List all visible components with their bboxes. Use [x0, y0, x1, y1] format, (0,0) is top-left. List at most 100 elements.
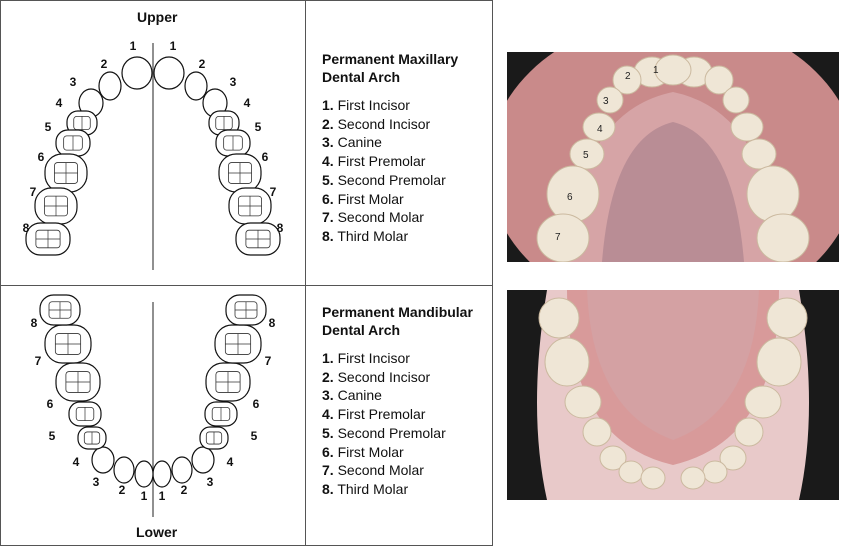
mandibular-item-2: 2. Second Incisor — [322, 368, 473, 387]
mandibular-title: Permanent Mandibular Dental Arch — [322, 303, 473, 339]
mandibular-title-line1: Permanent Mandibular — [322, 304, 473, 320]
maxillary-title-line2: Dental Arch — [322, 69, 401, 85]
lower-tooth-number-label: 6 — [253, 397, 260, 411]
upper-tooth-8-left — [25, 222, 71, 256]
photo-upper-tooth-label: 6 — [567, 192, 573, 203]
item-number: 1. — [322, 97, 334, 113]
lower-tooth-5-right — [204, 401, 238, 427]
item-number: 2. — [322, 115, 334, 132]
mandibular-item-5: 5. Second Premolar — [322, 424, 473, 443]
upper-tooth-number-label: 8 — [23, 221, 30, 235]
upper-tooth-1-right — [153, 56, 185, 90]
panel-divider-horizontal — [0, 285, 493, 287]
upper-tooth-number-label: 7 — [270, 185, 277, 199]
mandibular-item-3: 3. Canine — [322, 386, 473, 405]
item-name: First Incisor — [333, 97, 410, 113]
upper-tooth-number-label: 4 — [244, 96, 251, 110]
item-number: 3. — [322, 134, 334, 151]
item-number: 6. — [322, 190, 334, 207]
lower-tooth-8-left — [39, 294, 81, 326]
lower-tooth-4-left — [77, 426, 107, 450]
upper-tooth-8-right — [235, 222, 281, 256]
upper-tooth-4-right — [208, 110, 240, 136]
lower-tooth-number-label: 1 — [159, 489, 166, 503]
item-number: 5. — [322, 424, 334, 441]
mandibular-title-line2: Dental Arch — [322, 322, 401, 338]
maxillary-item-3: 3. Canine — [322, 133, 458, 152]
maxillary-item-8: 8. Third Molar — [322, 227, 458, 246]
mandibular-item-6: 6. First Molar — [322, 443, 473, 462]
upper-tooth-6-right — [218, 153, 262, 193]
item-number: 4. — [322, 153, 334, 170]
upper-tooth-number-label: 5 — [255, 120, 262, 134]
item-name: First Molar — [333, 443, 404, 460]
item-number: 6. — [322, 443, 334, 460]
item-number: 5. — [322, 171, 334, 188]
item-name: First Premolar — [333, 406, 426, 423]
lower-tooth-number-label: 6 — [47, 397, 54, 411]
item-name: First Molar — [333, 190, 404, 207]
item-name: Second Incisor — [333, 368, 431, 385]
lower-tooth-number-label: 3 — [207, 475, 214, 489]
item-number: 2. — [322, 368, 334, 385]
mandibular-item-4: 4. First Premolar — [322, 405, 473, 424]
upper-tooth-number-label: 6 — [262, 150, 269, 164]
item-name: Canine — [333, 134, 382, 151]
mandibular-item-8: 8. Third Molar — [322, 480, 473, 499]
lower-tooth-7-right — [214, 324, 262, 364]
panel-divider-vertical — [305, 0, 307, 546]
item-name: Third Molar — [333, 480, 409, 497]
upper-label: Upper — [137, 9, 178, 25]
upper-tooth-number-label: 1 — [130, 39, 137, 53]
upper-tooth-number-label: 4 — [56, 96, 63, 110]
lower-tooth-2-right — [171, 456, 193, 484]
upper-tooth-number-label: 6 — [38, 150, 45, 164]
item-number: 8. — [322, 227, 334, 244]
item-number: 4. — [322, 406, 334, 423]
lower-tooth-number-label: 5 — [251, 429, 258, 443]
lower-tooth-1-left — [134, 460, 154, 488]
upper-tooth-7-right — [228, 187, 272, 225]
lower-teeth-photo — [507, 290, 839, 500]
lower-tooth-number-label: 5 — [49, 429, 56, 443]
upper-tooth-number-label: 7 — [30, 185, 37, 199]
maxillary-title-line1: Permanent Maxillary — [322, 51, 459, 67]
upper-tooth-number-label: 8 — [277, 221, 284, 235]
lower-tooth-8-right — [225, 294, 267, 326]
item-name: First Premolar — [333, 153, 426, 170]
maxillary-item-4: 4. First Premolar — [322, 152, 458, 171]
upper-tooth-number-label: 3 — [70, 75, 77, 89]
lower-tooth-6-left — [55, 362, 101, 402]
item-number: 7. — [322, 462, 334, 479]
upper-tooth-1-left — [121, 56, 153, 90]
upper-tooth-5-left — [55, 129, 91, 157]
item-number: 3. — [322, 387, 334, 404]
item-number: 8. — [322, 480, 334, 497]
lower-tooth-3-left — [91, 446, 115, 474]
photo-upper-tooth-label: 5 — [583, 150, 589, 161]
photo-upper-tooth-label: 4 — [597, 124, 603, 135]
maxillary-legend: Permanent Maxillary Dental Arch 1. First… — [322, 50, 458, 246]
item-number: 7. — [322, 209, 334, 226]
lower-tooth-number-label: 8 — [269, 316, 276, 330]
upper-tooth-number-label: 3 — [230, 75, 237, 89]
lower-tooth-number-label: 4 — [227, 455, 234, 469]
maxillary-item-5: 5. Second Premolar — [322, 171, 458, 190]
lower-tooth-6-right — [205, 362, 251, 402]
maxillary-title: Permanent Maxillary Dental Arch — [322, 50, 458, 86]
item-name: Second Molar — [333, 462, 424, 479]
lower-tooth-number-label: 2 — [181, 483, 188, 497]
mandibular-item-1: 1. First Incisor — [322, 349, 473, 368]
item-name: Canine — [333, 387, 382, 404]
lower-tooth-4-right — [199, 426, 229, 450]
upper-tooth-number-label: 2 — [199, 57, 206, 71]
item-name: Second Premolar — [333, 171, 446, 188]
upper-tooth-number-label: 1 — [170, 39, 177, 53]
upper-tooth-2-right — [184, 71, 208, 101]
photo-upper-tooth-label: 3 — [603, 96, 609, 107]
